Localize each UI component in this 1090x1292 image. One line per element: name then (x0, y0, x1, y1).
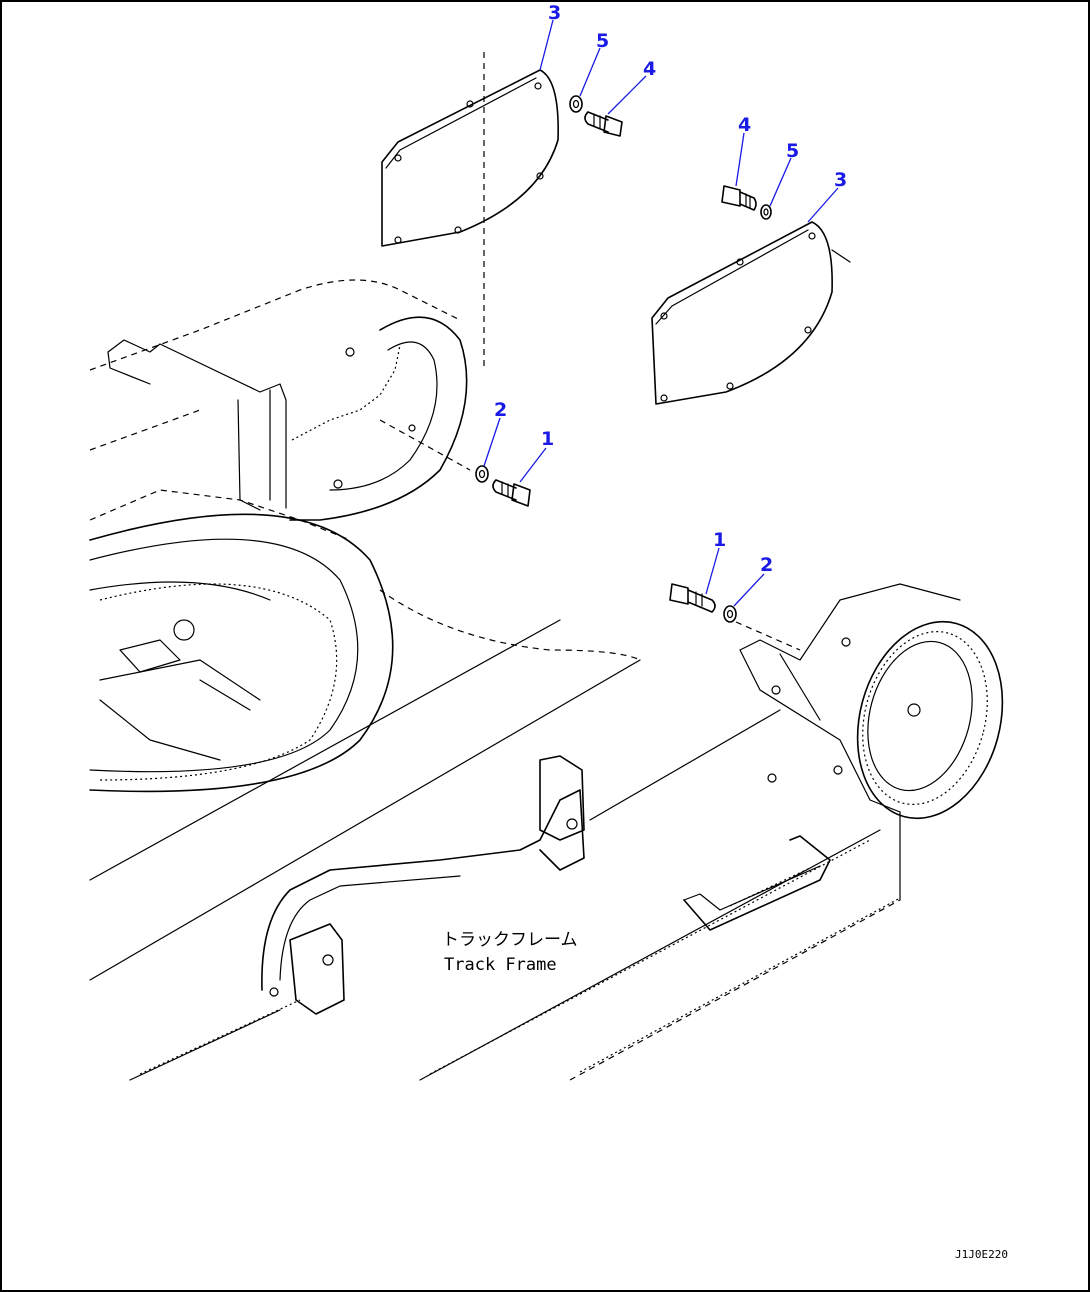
washer-left (475, 465, 489, 483)
callout-bolt-lower: 1 (713, 529, 726, 551)
track-frame-label-en: Track Frame (444, 955, 557, 975)
callout-bolt-upper-left: 4 (643, 58, 656, 80)
bolt-left (492, 479, 531, 507)
track-frame-body (89, 619, 901, 1081)
bolt-lower (669, 583, 716, 613)
cover-plate-upper-left (381, 52, 559, 370)
drawing-code: J1J0E220 (955, 1248, 1008, 1261)
callout-bolt-left: 1 (541, 428, 554, 450)
bolt-right (721, 185, 757, 211)
track-frame-label-jp: トラックフレーム (442, 930, 578, 950)
callout-washer-left: 2 (494, 399, 507, 421)
track-frame-step-plate (683, 835, 831, 931)
washer-lower (723, 605, 737, 623)
swing-circle-ring (89, 513, 641, 793)
callout-bolt-right: 4 (738, 114, 751, 136)
bolt-upper-left (584, 111, 623, 137)
leader-lines (483, 19, 839, 607)
callout-washer-lower: 2 (760, 554, 773, 576)
callout-washer-upper-left: 5 (596, 30, 609, 52)
track-frame-upper-housing (89, 279, 471, 541)
track-frame-right-housing (735, 583, 1004, 820)
washer-right (760, 204, 772, 220)
washer-upper-left (569, 95, 583, 113)
callout-washer-right: 5 (786, 140, 799, 162)
callout-numbers: 3 5 4 4 5 3 2 1 1 2 (494, 2, 847, 576)
track-frame-lower-bracket (261, 755, 585, 1015)
cover-plate-right (651, 221, 851, 405)
callout-cover-upper-left: 3 (548, 2, 561, 24)
callout-cover-right: 3 (834, 169, 847, 191)
